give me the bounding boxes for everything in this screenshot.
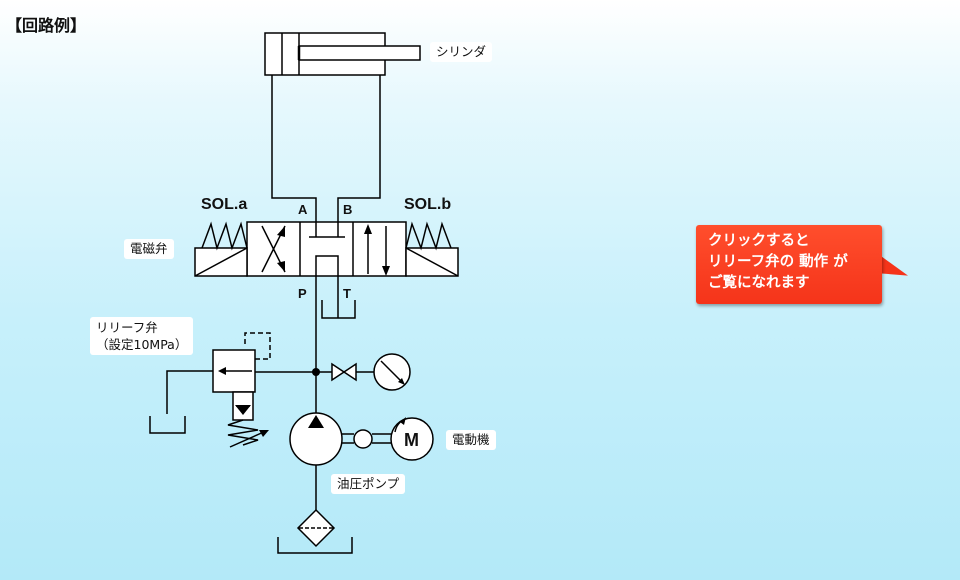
relief-valve-label: リリーフ弁 （設定10MPa） — [90, 317, 194, 355]
port-t-label: T — [343, 286, 351, 301]
sol-b-label: SOL.b — [404, 196, 452, 213]
tank-t-symbol — [321, 276, 356, 319]
relief-valve-symbol — [149, 332, 271, 448]
motor-symbol — [390, 417, 434, 461]
callout-line3: ご覧になれます — [708, 275, 810, 291]
callout-text: クリックすると リリーフ弁の 動作 が ご覧になれます — [708, 231, 848, 294]
cylinder-lines — [271, 75, 381, 222]
check-valve-symbol — [331, 362, 357, 382]
port-p-label: P — [298, 286, 307, 301]
pressure-gauge-symbol — [373, 353, 411, 391]
pump-symbol — [289, 412, 392, 510]
motor-label: 電動機 — [446, 430, 496, 450]
relief-valve-label-line2: （設定10MPa） — [96, 337, 188, 352]
relief-valve-label-line1: リリーフ弁 — [96, 320, 158, 335]
port-a-label: A — [298, 202, 308, 217]
motor-symbol-letter: M — [404, 430, 419, 450]
callout-line1: クリックすると — [708, 233, 810, 249]
port-b-label: B — [343, 202, 353, 217]
sol-a-label: SOL.a — [201, 196, 248, 213]
cylinder-label: シリンダ — [430, 42, 493, 62]
pressure-line — [255, 276, 374, 413]
page-title: 【回路例】 — [6, 16, 87, 35]
pump-label: 油圧ポンプ — [331, 474, 406, 494]
solenoid-valve-symbol — [194, 221, 459, 277]
filter-symbol — [277, 508, 353, 554]
solenoid-valve-label: 電磁弁 — [124, 239, 174, 259]
cylinder-symbol — [264, 32, 421, 76]
callout-line2: リリーフ弁の 動作 が — [708, 254, 848, 270]
relief-valve-callout-button[interactable]: クリックすると リリーフ弁の 動作 が ご覧になれます — [696, 225, 908, 304]
callout-box — [696, 225, 882, 304]
